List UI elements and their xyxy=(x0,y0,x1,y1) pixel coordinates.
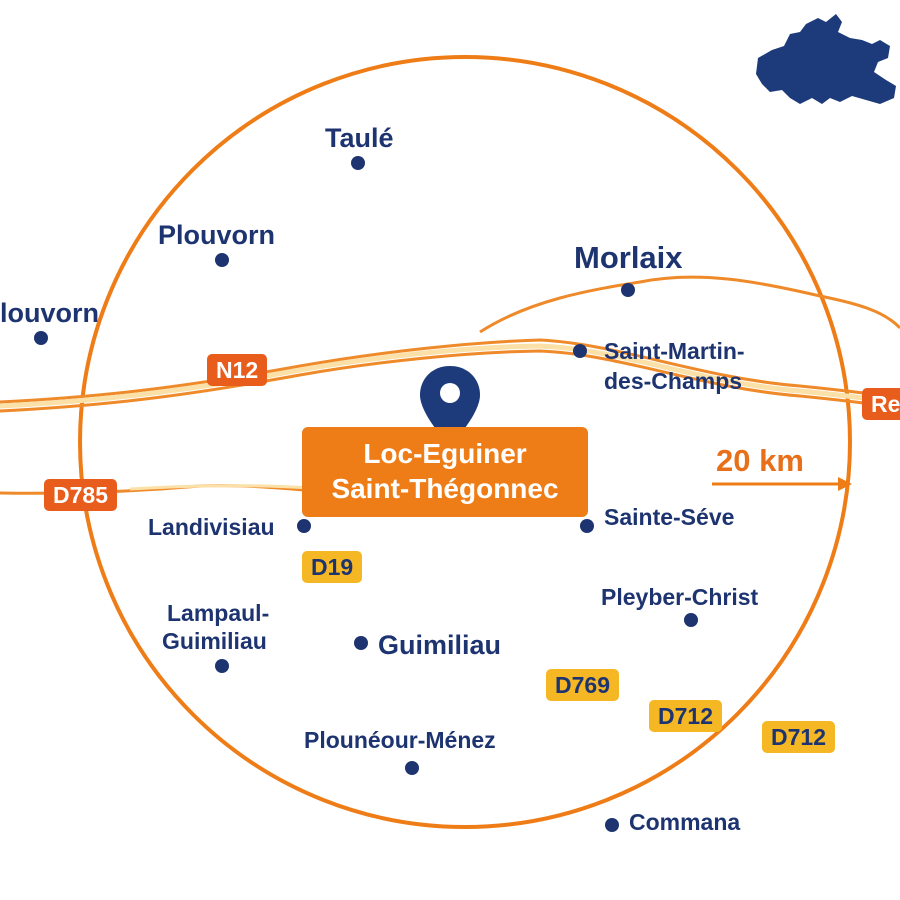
town-dot-taule xyxy=(351,156,365,170)
town-lampaul-line-1: Lampaul- xyxy=(167,600,270,626)
road-badge-re: Re xyxy=(862,388,900,420)
town-landivisiau: Landivisiau xyxy=(148,514,275,540)
town-dot-lampaul xyxy=(215,659,229,673)
town-dot-plouneour-menez xyxy=(405,761,419,775)
road-badge-d785: D785 xyxy=(44,479,117,511)
road-badge-d712-b: D712 xyxy=(762,721,835,753)
center-line-2: Saint-Thégonnec xyxy=(331,473,559,504)
town-saint-martin-line-2: des-Champs xyxy=(604,368,743,394)
town-dot-sainte-seve xyxy=(580,519,594,533)
center-location-label: Loc-Eguiner Saint-Thégonnec xyxy=(302,427,588,517)
town-morlaix: Morlaix xyxy=(574,240,683,275)
town-dot-plouvorn xyxy=(215,253,229,267)
road-badge-d19: D19 xyxy=(302,551,363,583)
road-badge-n12: N12 xyxy=(207,354,268,386)
distance-label: 20 km xyxy=(716,443,804,478)
town-sainte-seve: Sainte-Séve xyxy=(604,504,735,530)
region-silhouette xyxy=(756,14,896,104)
town-plouneour-menez: Plounéour-Ménez xyxy=(304,727,496,753)
town-dot-saint-martin xyxy=(573,344,587,358)
road-badge-d712-a: D712 xyxy=(649,700,722,732)
town-plouvorn: Plouvorn xyxy=(158,220,276,250)
town-saint-martin-line-1: Saint-Martin- xyxy=(604,338,745,364)
radius-circle xyxy=(78,55,852,829)
location-pin-icon xyxy=(420,366,480,446)
town-dot-morlaix xyxy=(621,283,635,297)
center-line-1: Loc-Eguiner xyxy=(363,438,527,469)
town-dot-landivisiau xyxy=(297,519,311,533)
town-dot-plouvorn-west xyxy=(34,331,48,345)
town-plouvorn-west: louvorn xyxy=(0,298,99,328)
town-commana: Commana xyxy=(629,809,741,835)
town-pleyber-christ: Pleyber-Christ xyxy=(601,584,759,610)
town-guimiliau: Guimiliau xyxy=(378,630,502,660)
town-lampaul-line-2: Guimiliau xyxy=(162,628,267,654)
town-taule: Taulé xyxy=(325,123,394,153)
road-n12 xyxy=(0,338,900,404)
road-badge-d769: D769 xyxy=(546,669,619,701)
town-dot-commana xyxy=(605,818,619,832)
road-north-branch xyxy=(479,275,900,334)
town-dot-guimiliau xyxy=(354,636,368,650)
town-dot-pleyber-christ xyxy=(684,613,698,627)
